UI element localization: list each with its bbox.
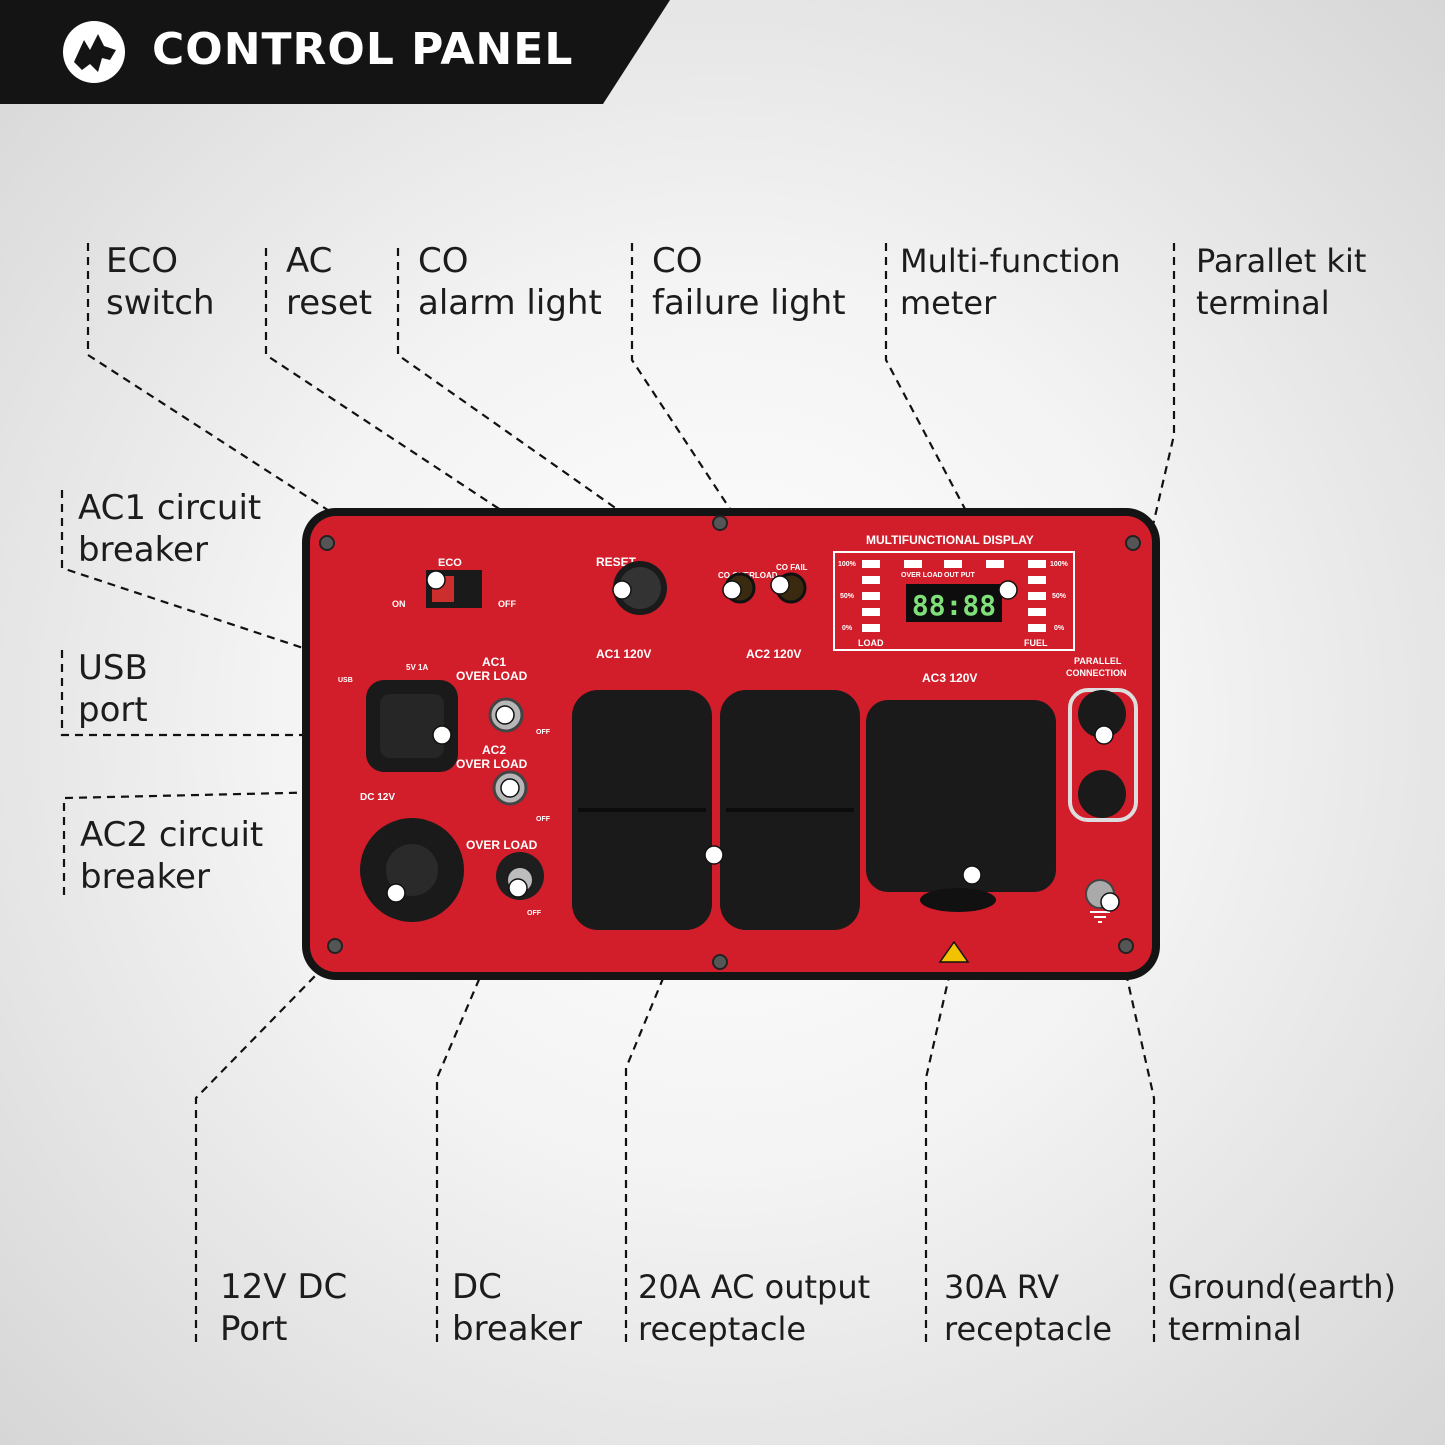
svg-text:CONNECTION: CONNECTION	[1066, 668, 1127, 678]
screw-icon	[712, 954, 728, 970]
marker-dot	[962, 865, 982, 885]
ac2-outlet-label: AC2 120V	[746, 647, 801, 661]
wolf-head-icon	[63, 21, 125, 83]
parallel-terminal-2[interactable]	[1078, 770, 1126, 818]
svg-text:0%: 0%	[1054, 625, 1065, 632]
marker-dot	[704, 845, 724, 865]
screw-icon	[319, 535, 335, 551]
svg-text:OFF: OFF	[536, 816, 551, 823]
svg-text:50%: 50%	[840, 593, 855, 600]
usb-panel-label: USB	[338, 677, 353, 684]
marker-dot	[508, 878, 528, 898]
parallel-terminal-1[interactable]	[1078, 690, 1126, 738]
svg-text:OVER LOAD: OVER LOAD	[456, 669, 528, 683]
marker-dot	[386, 883, 406, 903]
leader-ac1-breaker	[60, 490, 506, 717]
eco-on-label: ON	[392, 599, 406, 609]
eco-off-label: OFF	[498, 599, 516, 609]
leader-rv	[924, 874, 974, 1342]
marker-dot	[1094, 725, 1114, 745]
screw-icon	[712, 515, 728, 531]
svg-text:0%: 0%	[842, 625, 853, 632]
display-title: MULTIFUNCTIONAL DISPLAY	[866, 533, 1034, 547]
co-failure-panel-label: CO FAIL	[776, 563, 808, 572]
svg-text:50%: 50%	[1052, 593, 1067, 600]
svg-text:100%: 100%	[1050, 561, 1069, 568]
svg-text:100%: 100%	[838, 561, 857, 568]
leader-dc-breaker	[435, 887, 520, 1342]
leader-ground	[1108, 901, 1156, 1342]
marker-dot	[426, 570, 446, 590]
ground-icon	[1090, 911, 1110, 923]
ac1-outlet-label: AC1 120V	[596, 647, 651, 661]
svg-text:AC1: AC1	[482, 655, 506, 669]
svg-text:OFF: OFF	[527, 910, 542, 917]
marker-dot	[432, 725, 452, 745]
marker-dot	[722, 580, 742, 600]
display-frame	[833, 551, 1075, 651]
screw-icon	[1118, 938, 1134, 954]
lcd-digits: 88:88	[912, 589, 996, 622]
marker-dot	[612, 580, 632, 600]
screw-icon	[327, 938, 343, 954]
dc12-label: DC 12V	[360, 792, 395, 803]
leader-ac-reset	[264, 248, 623, 591]
marker-dot	[500, 778, 520, 798]
svg-text:OVER LOAD: OVER LOAD	[456, 757, 528, 771]
lcd-screen	[906, 584, 1002, 622]
svg-text:OUT PUT: OUT PUT	[944, 572, 975, 579]
marker-dot	[998, 580, 1018, 600]
ac3-outlet-label: AC3 120V	[922, 671, 977, 685]
leader-meter	[884, 243, 1009, 591]
svg-text:OFF: OFF	[536, 729, 551, 736]
svg-text:OVER LOAD: OVER LOAD	[466, 838, 538, 852]
svg-text:AC2: AC2	[482, 743, 506, 757]
svg-text:OVER LOAD: OVER LOAD	[901, 572, 943, 579]
page-title: CONTROL PANEL	[152, 24, 574, 75]
eco-label: ECO	[438, 557, 462, 569]
svg-text:FUEL: FUEL	[1024, 638, 1048, 648]
parallel-terminal-frame	[1068, 688, 1138, 822]
rv-outlet-cover[interactable]	[866, 700, 1056, 892]
marker-dot	[495, 705, 515, 725]
marker-dot	[1100, 892, 1120, 912]
marker-dot	[770, 575, 790, 595]
callout-ground: Ground(earth)terminal	[1168, 1268, 1396, 1348]
svg-text:PARALLEL: PARALLEL	[1074, 656, 1122, 666]
warning-icon	[938, 940, 970, 963]
screw-icon	[1125, 535, 1141, 551]
svg-text:LOAD: LOAD	[858, 638, 884, 648]
usb-spec-label: 5V 1A	[406, 663, 428, 672]
leader-eco	[86, 243, 437, 581]
